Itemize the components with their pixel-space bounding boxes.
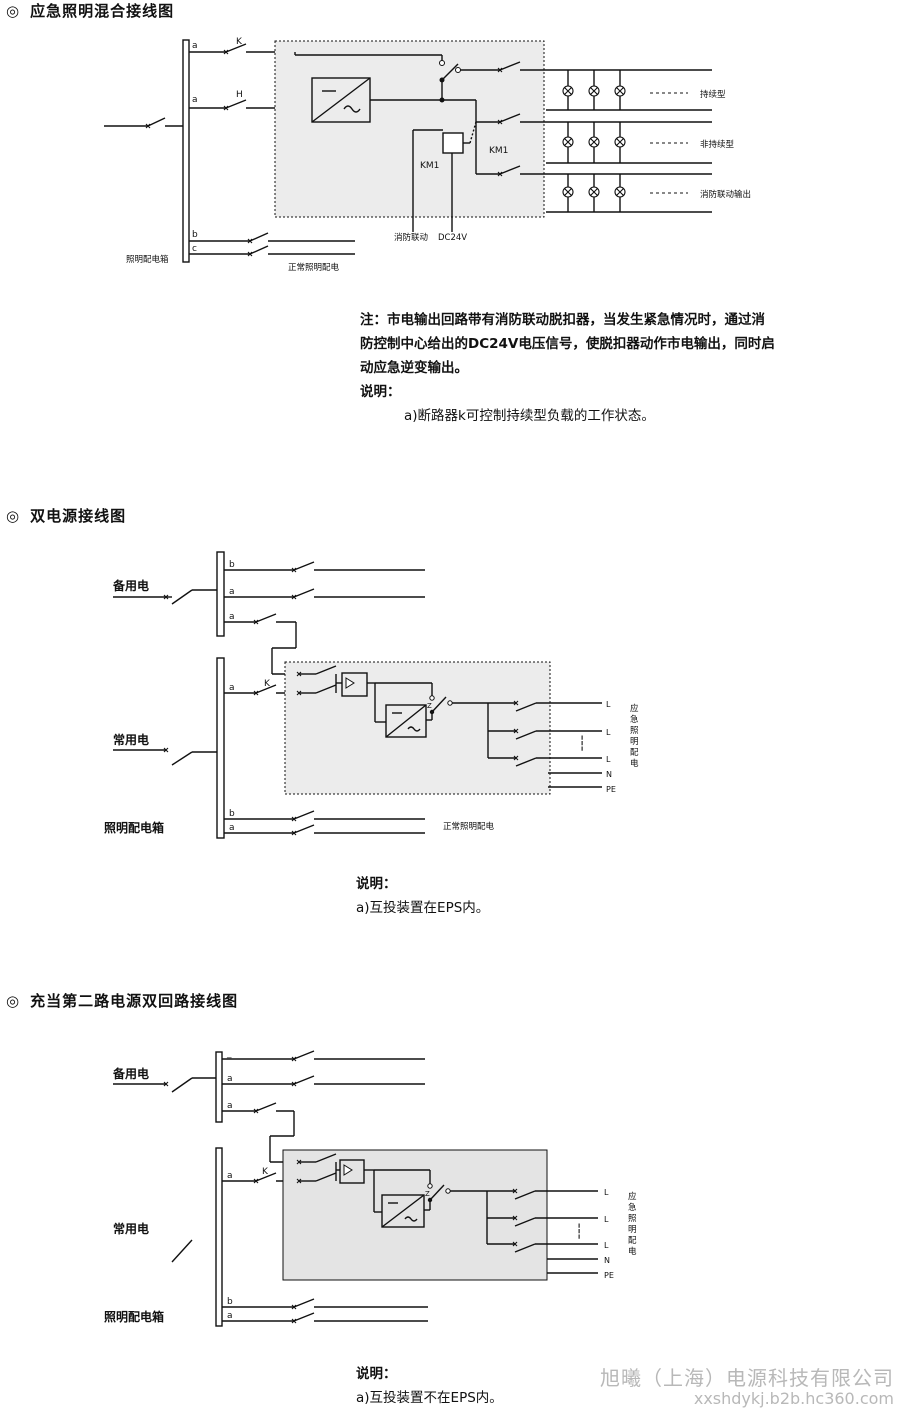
bullet-icon: ◎ <box>6 2 21 20</box>
label-fire-output: 消防联动输出 <box>700 189 751 200</box>
label-k: K <box>236 37 243 47</box>
label-emergency-lighting-vertical: 应急照明配电 <box>630 704 639 769</box>
label-top: _ <box>226 1049 232 1059</box>
label-a: a <box>192 95 198 105</box>
note-block-1: 注：市电输出回路带有消防联动脱扣器，当发生紧急情况时，通过消 防控制中心给出的D… <box>360 312 775 424</box>
label-backup-power: 备用电 <box>112 1066 149 1081</box>
label-z: Z <box>425 1190 430 1198</box>
label-b: b <box>229 809 235 819</box>
label-a: a <box>229 683 235 693</box>
section-title-2: ◎双电源接线图 <box>6 507 127 525</box>
label-n: N <box>606 770 612 779</box>
watermark-url: xxshdykj.b2b.hc360.com <box>693 1389 894 1408</box>
label-h: H <box>236 90 243 100</box>
label-normal-lighting: 正常照明配电 <box>288 262 340 273</box>
label-ellipsis: ┆ <box>575 1223 583 1240</box>
label-k: K <box>264 679 271 689</box>
label-a: a <box>229 823 235 833</box>
label-l: L <box>604 1188 609 1197</box>
label-z: Z <box>427 702 432 710</box>
watermark-company: 旭曦（上海）电源科技有限公司 <box>600 1366 894 1390</box>
label-c: c <box>192 244 197 254</box>
note-block-2: 说明： a)互投装置在EPS内。 <box>356 876 490 916</box>
label-backup-power: 备用电 <box>112 578 149 593</box>
label-b: b <box>229 560 235 570</box>
label-a: a <box>229 587 235 597</box>
label-a: a <box>229 612 235 622</box>
label-l: L <box>606 700 611 709</box>
label-k: K <box>262 1167 269 1177</box>
label-a: a <box>192 41 198 51</box>
lamp-icons <box>562 85 626 198</box>
label-non-maintained: 非持续型 <box>700 139 735 150</box>
label-a: a <box>227 1171 233 1181</box>
label-ellipsis: ┆ <box>578 735 586 752</box>
label-distribution-box: 照明配电箱 <box>104 1309 164 1324</box>
section-title-3: ◎充当第二路电源双回路接线图 <box>6 992 239 1010</box>
label-normal-power: 常用电 <box>113 732 149 747</box>
label-dc24v: DC24V <box>438 233 467 243</box>
label-l: L <box>606 755 611 764</box>
label-distribution-box: 照明配电箱 <box>126 254 169 265</box>
second-power-dual-circuit-diagram: 备用电 常用电 照明配电箱 _ a a a b a K Z L L L N PE… <box>104 1049 614 1327</box>
note-block-3: 说明： a)互投装置不在EPS内。 <box>356 1366 503 1406</box>
label-a: a <box>227 1311 233 1321</box>
bullet-icon: ◎ <box>6 507 21 525</box>
label-emergency-lighting-vertical: 应急照明配电 <box>628 1192 637 1257</box>
label-fire-linkage: 消防联动 <box>394 232 429 243</box>
label-pe: PE <box>604 1271 614 1280</box>
dual-power-wiring-diagram: 备用电 常用电 照明配电箱 b a a a b a K Z L L L N PE… <box>104 551 616 839</box>
label-l: L <box>606 728 611 737</box>
label-km1: KM1 <box>489 146 508 156</box>
label-a: a <box>227 1101 233 1111</box>
label-n: N <box>604 1256 610 1265</box>
label-l: L <box>604 1241 609 1250</box>
label-a: a <box>227 1074 233 1084</box>
label-pe: PE <box>606 785 616 794</box>
label-b: b <box>192 230 198 240</box>
label-km1-coil: KM1 <box>420 161 439 171</box>
label-normal-power: 常用电 <box>113 1221 149 1236</box>
label-b: b <box>227 1297 233 1307</box>
label-normal-lighting: 正常照明配电 <box>443 821 495 832</box>
hybrid-wiring-diagram: a a K H b c KM1 KM1 消防联动 DC24V 照明配电箱 正常照… <box>104 37 751 273</box>
label-distribution-box: 照明配电箱 <box>104 820 164 835</box>
section-title-1: ◎应急照明混合接线图 <box>6 2 175 20</box>
label-l: L <box>604 1215 609 1224</box>
bullet-icon: ◎ <box>6 992 21 1010</box>
label-maintained: 持续型 <box>700 89 726 100</box>
